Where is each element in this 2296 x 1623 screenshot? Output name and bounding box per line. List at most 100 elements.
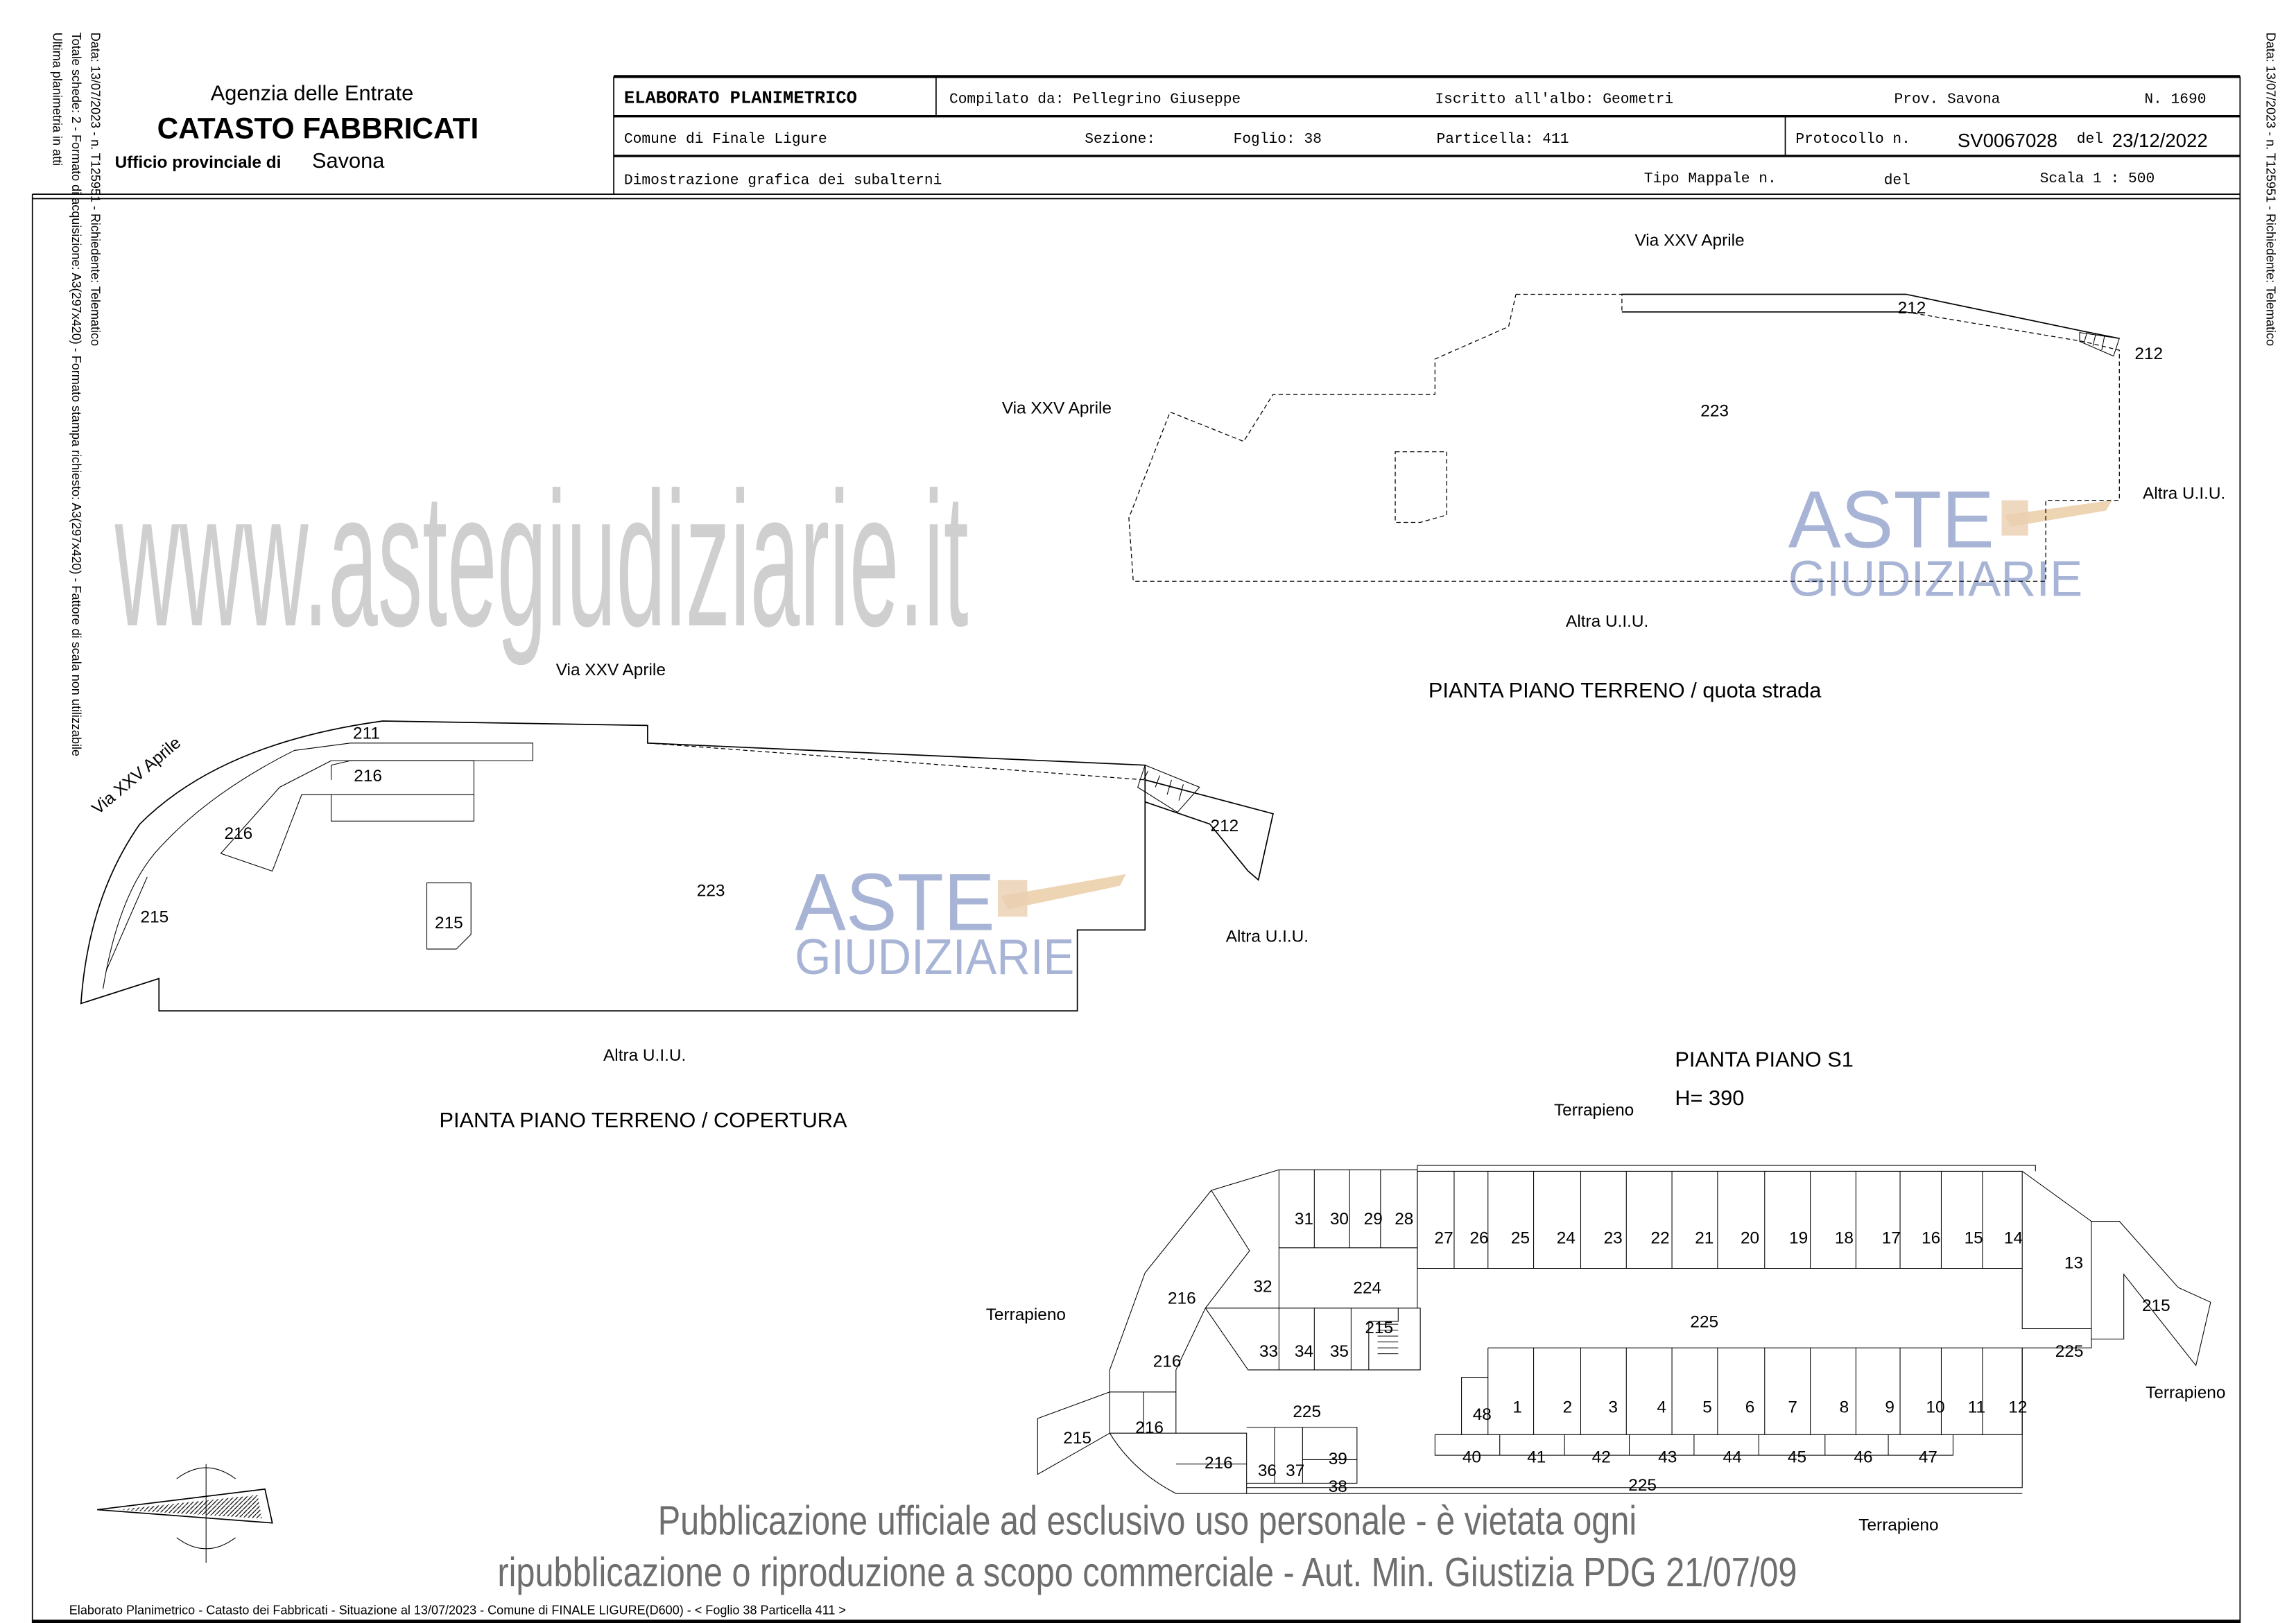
tipo-mappale: Tipo Mappale n. [1644,171,1777,187]
unit-label: 4 [1657,1398,1666,1416]
floorplan-wall [1417,1170,2092,1330]
unit-label: 36 [1258,1461,1277,1480]
street-label: Via XXV Aprile [89,734,185,818]
unit-label: 42 [1592,1448,1611,1467]
unit-label: 40 [1462,1448,1481,1467]
unit-label: 30 [1330,1210,1349,1229]
scale: Scala 1 : 500 [2040,171,2155,187]
unit-label: 13 [2064,1254,2083,1273]
agency-block: Agenzia delle Entrate CATASTO FABBRICATI… [115,80,479,173]
unit-label: 216 [354,767,382,786]
floorplan-wall [1205,1247,1421,1371]
description: Dimostrazione grafica dei subalterni [624,172,942,189]
unit-label: 21 [1695,1229,1714,1247]
plan-height: H= 390 [1675,1086,1744,1110]
side-left-line3: Ultima planimetria in atti [50,33,64,166]
unit-label: 225 [2055,1342,2084,1361]
unit-label: 48 [1473,1405,1492,1424]
plan-s1: PIANTA PIANO S1 H= 390 TerrapienoTerrapi… [986,1048,2226,1535]
unit-label: 225 [1628,1476,1657,1495]
compiled-by: Compilato da: Pellegrino Giuseppe [949,92,1241,108]
header-table: ELABORATO PLANIMETRICO Compilato da: Pel… [613,75,2241,195]
unit-label: 39 [1329,1450,1347,1468]
plan-ground-street: Via XXV Aprile Via XXV Aprile 212 212 22… [1002,231,2225,702]
floorplan-wall [1434,1347,2023,1456]
office-city: Savona [312,148,385,173]
north-arrow-icon [97,1464,273,1563]
registration-number: N. 1690 [2144,92,2206,108]
unit-label: 15 [1965,1229,1983,1247]
unit-label: 17 [1882,1229,1901,1247]
unit-label: 35 [1330,1342,1349,1361]
unit-label: 216 [1168,1289,1196,1308]
unit-label: 225 [1293,1403,1321,1421]
unit-label: 212 [1211,817,1239,835]
unit-label: 212 [2134,345,2163,363]
side-left-line1: Data: 13/07/2023 - n. T125951 - Richiede… [89,33,103,346]
tipo-mappale-del: del [1884,172,1910,189]
unit-label: 6 [1745,1398,1755,1416]
gavel-icon [2004,500,2112,527]
watermark-logo-top: ASTE GIUDIZIARIE [1788,474,2112,607]
side-left-info: Data: 13/07/2023 - n. T125951 - Richiede… [50,33,102,756]
unit-label: 223 [697,882,725,901]
unit-label: 25 [1511,1229,1530,1247]
unit-label: 26 [1469,1229,1488,1247]
province: Prov. Savona [1894,92,2001,108]
gavel-icon [1001,874,1126,910]
svg-text:ASTE: ASTE [1788,474,1994,565]
unit-label: 5 [1702,1398,1712,1416]
protocollo-label: Protocollo n. [1795,131,1910,148]
unit-label: 47 [1919,1448,1937,1467]
unit-label: 33 [1259,1342,1278,1361]
unit-label: 215 [1365,1319,1393,1337]
unit-label: 7 [1788,1398,1797,1416]
foglio: Foglio: 38 [1234,131,1322,148]
floorplan-wall [1110,1190,1279,1434]
plan-title: PIANTA PIANO TERRENO / COPERTURA [439,1108,847,1132]
unit-label: 1 [1512,1398,1522,1416]
area-label: Terrapieno [2146,1383,2225,1402]
unit-label: 3 [1608,1398,1618,1416]
doc-type: ELABORATO PLANIMETRICO [624,89,857,109]
unit-label: 215 [435,914,463,932]
unit-label: 19 [1789,1229,1808,1247]
floorplan-wall [1278,1170,1418,1308]
sezione: Sezione: [1085,131,1155,148]
street-label: Via XXV Aprile [1634,231,1744,250]
unit-label: 225 [1690,1312,1718,1331]
plan-title: PIANTA PIANO TERRENO / quota strada [1428,678,1822,702]
plan-title: PIANTA PIANO S1 [1675,1048,1854,1072]
protocollo-del-label: del [2077,131,2103,148]
area-label: Terrapieno [1858,1516,1938,1534]
unit-label: 9 [1885,1398,1894,1416]
unit-label: 16 [1922,1229,1940,1247]
comune: Comune di Finale Ligure [624,131,827,148]
side-right-info: Data: 13/07/2023 - n. T125951 - Richiede… [2264,33,2278,346]
registered-albo: Iscritto all'albo: Geometri [1435,92,1673,108]
area-label: Altra U.I.U. [603,1046,686,1065]
unit-label: 46 [1854,1448,1872,1467]
unit-label: 216 [1205,1454,1233,1473]
svg-text:ASTE: ASTE [795,856,995,947]
agency-title: CATASTO FABBRICATI [157,112,479,145]
watermark-notice-line2: ripubblicazione o riproduzione a scopo c… [497,1549,1797,1595]
watermark-url: www.astegiudiziarie.it [114,453,969,667]
unit-label: 8 [1840,1398,1849,1416]
unit-label: 215 [2142,1296,2170,1315]
plan-ground-roof: Via XXV Aprile Via XXV Aprile 211 216 21… [80,661,1309,1132]
watermark-logo-left: ASTE GIUDIZIARIE [795,856,1126,985]
floorplan-wall [2022,1328,2092,1348]
unit-label: 31 [1295,1210,1313,1229]
floorplan-wall [2091,1221,2211,1366]
unit-label: 41 [1527,1448,1546,1467]
unit-label: 27 [1435,1229,1453,1247]
unit-label: 32 [1253,1277,1272,1296]
unit-label: 216 [1153,1353,1182,1371]
area-label: Altra U.I.U. [1566,612,1648,631]
street-label: Via XXV Aprile [556,661,666,679]
unit-label: 18 [1835,1229,1854,1247]
unit-label: 216 [225,824,253,843]
area-label: Altra U.I.U. [2143,484,2225,503]
